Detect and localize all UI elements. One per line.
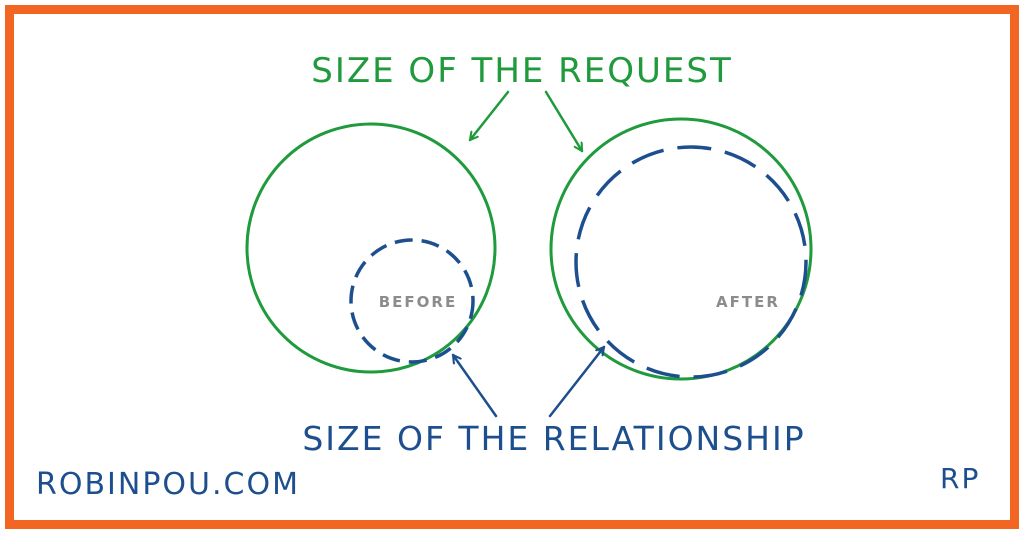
relationship-arrow-right [548, 345, 606, 418]
orange-frame [5, 5, 1019, 529]
before-label: BEFORE [379, 293, 457, 311]
site-label: ROBINPOU.COM [36, 467, 300, 502]
after-label: AFTER [716, 293, 780, 311]
initials-signature: RP [940, 462, 980, 495]
before-request-circle [245, 122, 497, 374]
after-request-circle [549, 117, 813, 381]
request-label: SIZE OF THE REQUEST [311, 51, 733, 91]
relationship-label: SIZE OF THE RELATIONSHIP [302, 419, 805, 458]
after-relationship-circle [574, 145, 808, 379]
relationship-arrow-left [451, 353, 498, 418]
request-arrow-right [544, 90, 584, 153]
request-arrow-left [468, 90, 510, 142]
before-relationship-circle [349, 238, 475, 364]
